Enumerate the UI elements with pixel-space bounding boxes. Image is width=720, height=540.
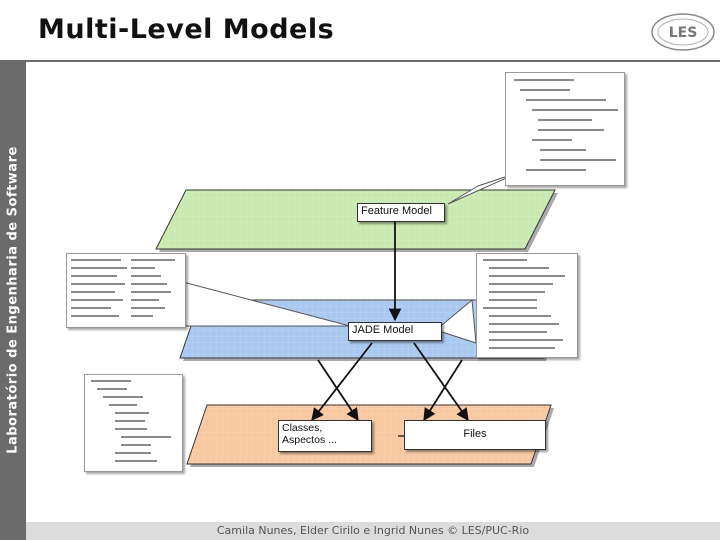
footer-bar: Camila Nunes, Elder Cirilo e Ingrid Nune… [26,522,720,540]
arrow-jade-to-files [413,342,469,422]
files-label: Files [404,420,546,450]
jade-left-screenshot [66,253,186,328]
jade-right-screenshot [476,253,578,358]
arrow-jade-to-classes-2 [317,359,359,422]
jade-right-callout [434,299,477,344]
logo-text: LES [669,25,698,41]
feature-model-label: Feature Model [357,203,445,222]
footer-credits: Camila Nunes, Elder Cirilo e Ingrid Nune… [216,524,530,537]
sidebar [0,60,26,540]
feature-callout [447,171,521,205]
feature-model-layer [155,189,556,250]
arrow-jade-to-classes [311,342,373,421]
classes-aspects-label: Classes, Aspectos ... [278,420,372,452]
jade-model-label: JADE Model [348,322,442,341]
feature-tree-screenshot [505,72,625,186]
les-logo: LES [651,13,715,51]
code-tree-screenshot [84,374,183,472]
header-divider [0,60,720,62]
arrow-jade-to-files-2 [423,359,463,422]
page-title: Multi-Level Models [38,14,335,45]
